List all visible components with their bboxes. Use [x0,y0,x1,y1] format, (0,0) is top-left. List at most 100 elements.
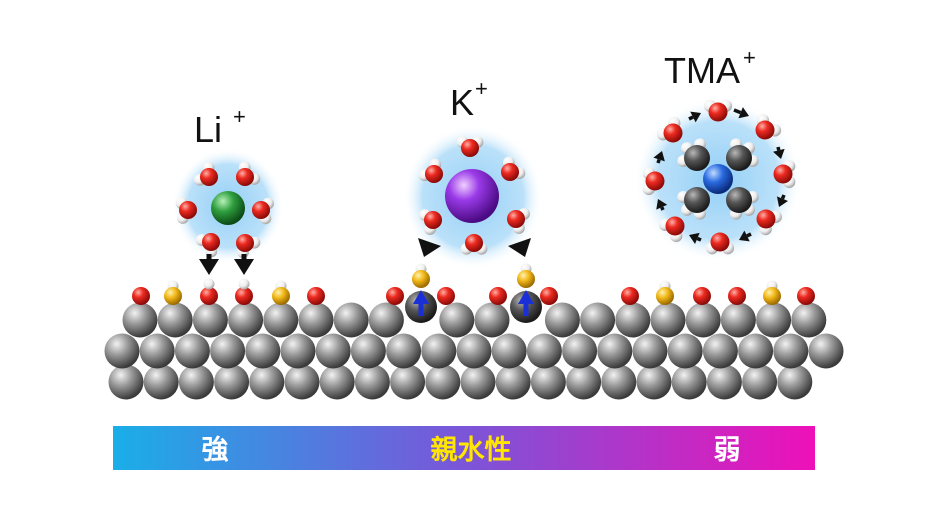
substrate-atom [685,302,721,338]
oxygen-atom [251,200,271,220]
hydrophilicity-scale-bar: 強 親水性 弱 [113,426,815,470]
surface-hydroxyl [656,287,674,305]
methyl-group [677,187,710,220]
surface-groups [132,263,815,305]
rotation-arrow-line [696,236,702,242]
water-molecule [500,156,526,182]
rotation-arrow-head [739,230,750,242]
oxygen-atom [645,171,665,191]
surface-oxygen [235,287,253,305]
site-arrow-head [518,290,534,304]
ion-label-tma-base: TMA [664,50,740,91]
methyl-carbon [684,145,710,171]
water-molecule [656,116,683,143]
oxygen-atom [235,167,255,187]
surface-hydroxyl [517,270,535,288]
methyl-carbon [726,145,752,171]
ion-label-li-sup: + [233,104,246,129]
oxygen-atom [178,200,198,220]
surface-hydroxyl [412,270,430,288]
rotation-arrow-head [772,148,785,159]
water-molecule [194,161,219,187]
li-ion-core [211,191,245,225]
wedge-arrow [508,238,531,257]
methyl-carbon [726,187,752,213]
substrate-atom [122,302,158,338]
water-molecule [642,166,665,196]
substrate-atom [777,364,813,400]
oxygen-atom [424,164,444,184]
rotation-arrow-line [733,108,742,115]
rotation-arrow-head [690,111,701,123]
methyl-carbon [684,187,710,213]
substrate-atom [808,333,844,369]
surface-oxygen [693,287,711,305]
rotation-arrow-head [776,196,788,207]
rotation-arrow-line [656,158,661,164]
substrate-atom [139,333,175,369]
substrate-atom [386,333,422,369]
site-arrow-head [413,290,429,304]
surface-oxygen [132,287,150,305]
wedge-arrow [418,238,441,257]
rotation-arrow-head [689,232,700,244]
rotation-arrow-line [688,115,694,121]
oxygen-atom [710,232,730,252]
substrate-atom [390,364,426,400]
oxygen-atom [773,164,793,184]
scale-label-hydrophilicity: 親水性 [431,435,512,466]
oxygen-atom [464,233,484,253]
ion-label-li-base: Li [194,109,222,150]
substrate-atom [174,333,210,369]
tma-nitrogen-core [703,164,733,194]
substrate-atom [720,302,756,338]
methyl-group [726,138,759,171]
substrate-atom [738,333,774,369]
substrate-atom [456,333,492,369]
scale-gradient [113,426,815,470]
rotation-arrow-head [656,199,668,210]
substrate-atom [615,302,651,338]
substrate-atom [280,333,316,369]
oxygen-atom [665,216,685,236]
substrate-atom [228,302,264,338]
oxygen-atom [708,102,728,122]
substrate-atom [214,364,250,400]
rotation-arrow-line [660,206,665,211]
substrate-atom [249,364,285,400]
ion-label-li: Li + [194,104,246,150]
hydrated-ions [175,99,796,259]
oxygen-atom [199,167,219,187]
site-arrow-stem [418,302,424,316]
substrate-atom [421,333,457,369]
substrate-atom [104,333,140,369]
water-molecule [419,209,443,235]
substrate-surface [104,291,844,400]
rotation-arrow-line [746,232,752,238]
substrate-atom [597,333,633,369]
oxygen-atom [500,162,520,182]
substrate-atom [706,364,742,400]
site-arrow-stem [523,302,529,316]
ion-label-k-sup: + [475,76,488,101]
substrate-atom [773,333,809,369]
water-molecule [705,232,735,255]
water-molecule [773,159,796,189]
oxygen-atom [460,138,480,158]
oxygen-atom [755,120,775,140]
water-molecule [703,99,733,122]
surface-oxygen [540,287,558,305]
oxygen-atom [423,210,443,230]
surface-oxygen [437,287,455,305]
surface-oxygen [200,287,218,305]
surface-hydroxyl [763,287,781,305]
push-arrow-stem [241,254,247,260]
substrate-atom [530,364,566,400]
substrate-atom [742,364,778,400]
surface-oxygen [386,287,404,305]
substrate-atom [439,302,475,338]
substrate-atom [667,333,703,369]
substrate-atom [319,364,355,400]
scale-label-weak: 弱 [714,435,741,466]
surface-hydrogen [203,278,215,290]
